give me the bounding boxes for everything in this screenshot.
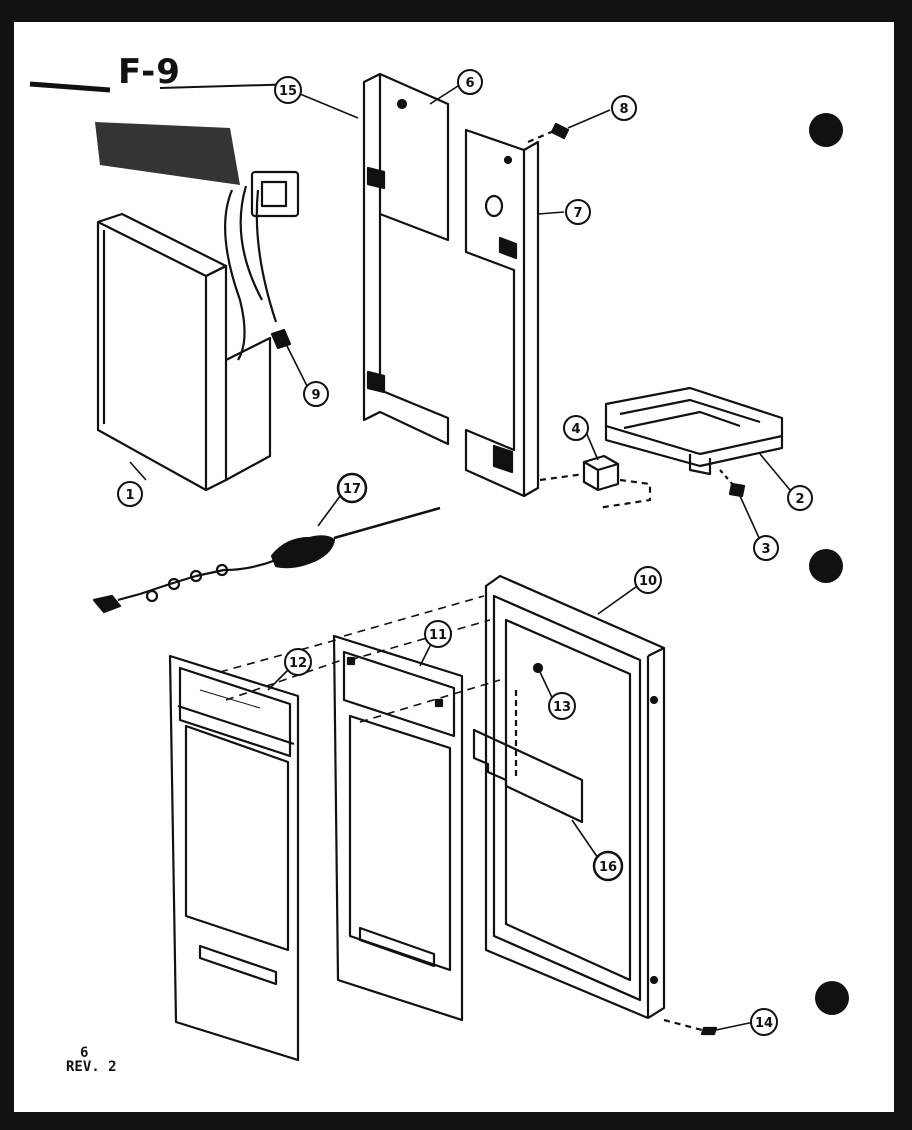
part-6-rear-panel [362,72,450,446]
callout-13: 13 [548,692,576,720]
part-14-screw [663,1018,718,1036]
callout-17-label: 17 [343,482,361,497]
callout-8: 8 [611,95,637,121]
callout-11-label: 11 [429,628,447,643]
callout-6: 6 [457,69,483,95]
part-16-hinge-plate [472,690,584,824]
callout-12: 12 [284,648,312,676]
part-7-front-panel [464,128,540,498]
figure-title: F-9 [118,52,181,92]
leader-lines [129,85,791,1031]
part-13-screw [532,662,544,674]
callout-6-label: 6 [465,76,474,91]
callout-10: 10 [634,566,662,594]
part-17-probe [92,506,441,614]
part-10-door-body [484,574,666,1020]
callout-12-label: 12 [289,656,307,671]
assembly-lines [219,595,501,723]
registration-marks [809,113,849,1015]
part-8-screw [527,122,570,144]
callout-15: 15 [274,76,302,104]
page-revision-note: 6 REV. 2 [66,1046,117,1074]
callout-2-label: 2 [795,492,804,507]
part-3-screw [719,469,746,498]
part-9-grommet [270,328,292,350]
callout-3-label: 3 [761,542,770,557]
callout-15-label: 15 [279,84,297,99]
callout-7-label: 7 [573,206,582,221]
part-11-gasket [332,634,464,1022]
callout-9-label: 9 [311,388,320,403]
callout-4: 4 [563,415,589,441]
callout-7: 7 [565,199,591,225]
callouts: 1 2 3 4 6 7 8 [117,69,813,1036]
part-2-tray [604,386,784,476]
callout-14-label: 14 [755,1016,773,1031]
callout-16: 16 [592,850,624,882]
paper-area [14,22,894,1112]
revision-label: REV. 2 [66,1059,117,1075]
part-1-control-box [96,170,300,492]
callout-9: 9 [303,381,329,407]
page-number: 6 [80,1045,89,1061]
callout-11: 11 [424,620,452,648]
callout-1: 1 [117,481,143,507]
title-underline [29,81,301,185]
callout-2: 2 [787,485,813,511]
callout-13-label: 13 [553,700,571,715]
callout-1-label: 1 [125,488,134,503]
callout-17: 17 [336,472,368,504]
callout-16-label: 16 [599,860,617,875]
callout-10-label: 10 [639,574,657,589]
part-12-door-frame [168,654,300,1062]
callout-3: 3 [753,535,779,561]
callout-8-label: 8 [619,102,628,117]
callout-14: 14 [750,1008,778,1036]
part-4-latch [539,454,652,510]
callout-4-label: 4 [571,422,580,437]
